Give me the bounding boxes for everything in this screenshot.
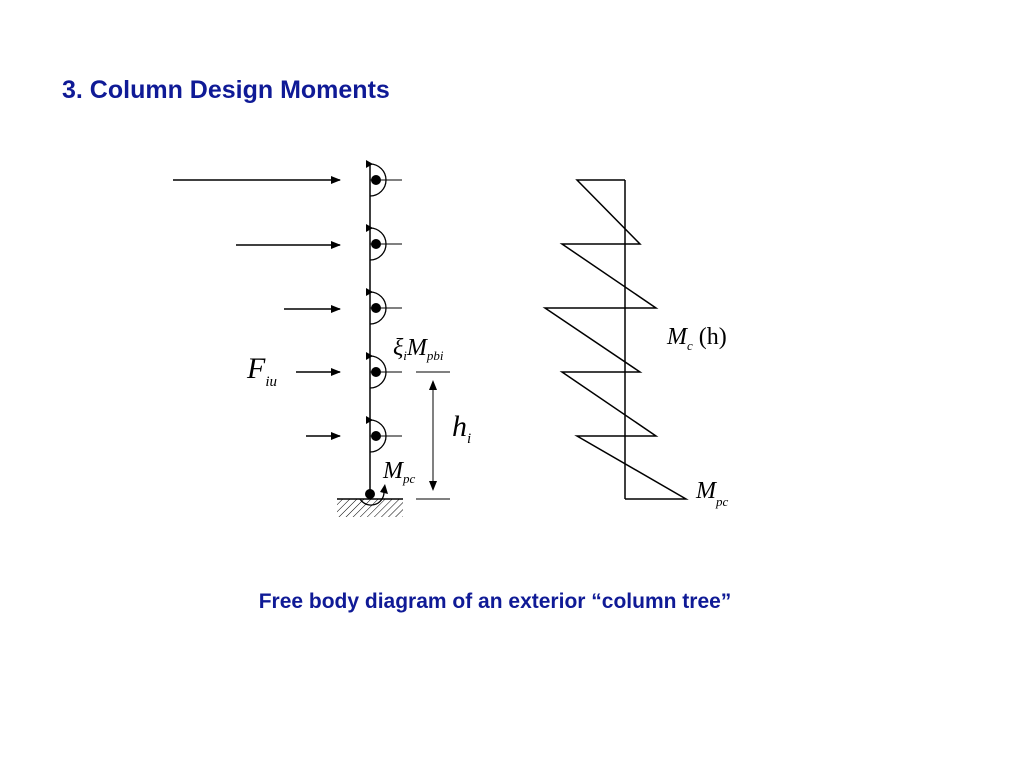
moment-arc-icon — [369, 227, 387, 261]
base-joint — [359, 484, 388, 506]
moment-arc-icon — [369, 355, 387, 389]
label-height: hi — [452, 410, 471, 447]
figure-caption: Free body diagram of an exterior “column… — [258, 590, 732, 613]
label-diagram-base-moment: Mpc — [695, 478, 729, 509]
joint-floor-1 — [366, 160, 402, 197]
moment-arc-icon — [369, 163, 387, 197]
moment-arc-icon — [369, 419, 387, 453]
lateral-force-arrows — [173, 176, 341, 440]
label-base-moment: Mpc — [382, 458, 416, 486]
joint-floor-4 — [366, 352, 402, 389]
joint-node-icon — [371, 367, 381, 377]
moment-diagram-zigzag — [542, 179, 689, 500]
moment-arc-icon — [369, 291, 387, 325]
joint-floor-3 — [366, 288, 402, 325]
label-force: Fiu — [246, 352, 277, 390]
label-diagram-moment: Mc(h) — [666, 324, 727, 353]
base-moment-arc-icon — [359, 491, 385, 506]
base-node-icon — [365, 489, 375, 499]
height-dimension — [416, 371, 450, 500]
joint-node-icon — [371, 239, 381, 249]
moment-diagram — [542, 179, 689, 500]
fixed-support-hatch — [337, 499, 403, 517]
label-xi-mpbi: ξiMpbi — [393, 335, 444, 363]
slide-title: 3. Column Design Moments — [62, 76, 390, 104]
joint-node-icon — [371, 175, 381, 185]
joint-node-icon — [371, 303, 381, 313]
joint-floor-2 — [366, 224, 402, 261]
joint-floor-5 — [366, 416, 402, 453]
joint-node-icon — [371, 431, 381, 441]
